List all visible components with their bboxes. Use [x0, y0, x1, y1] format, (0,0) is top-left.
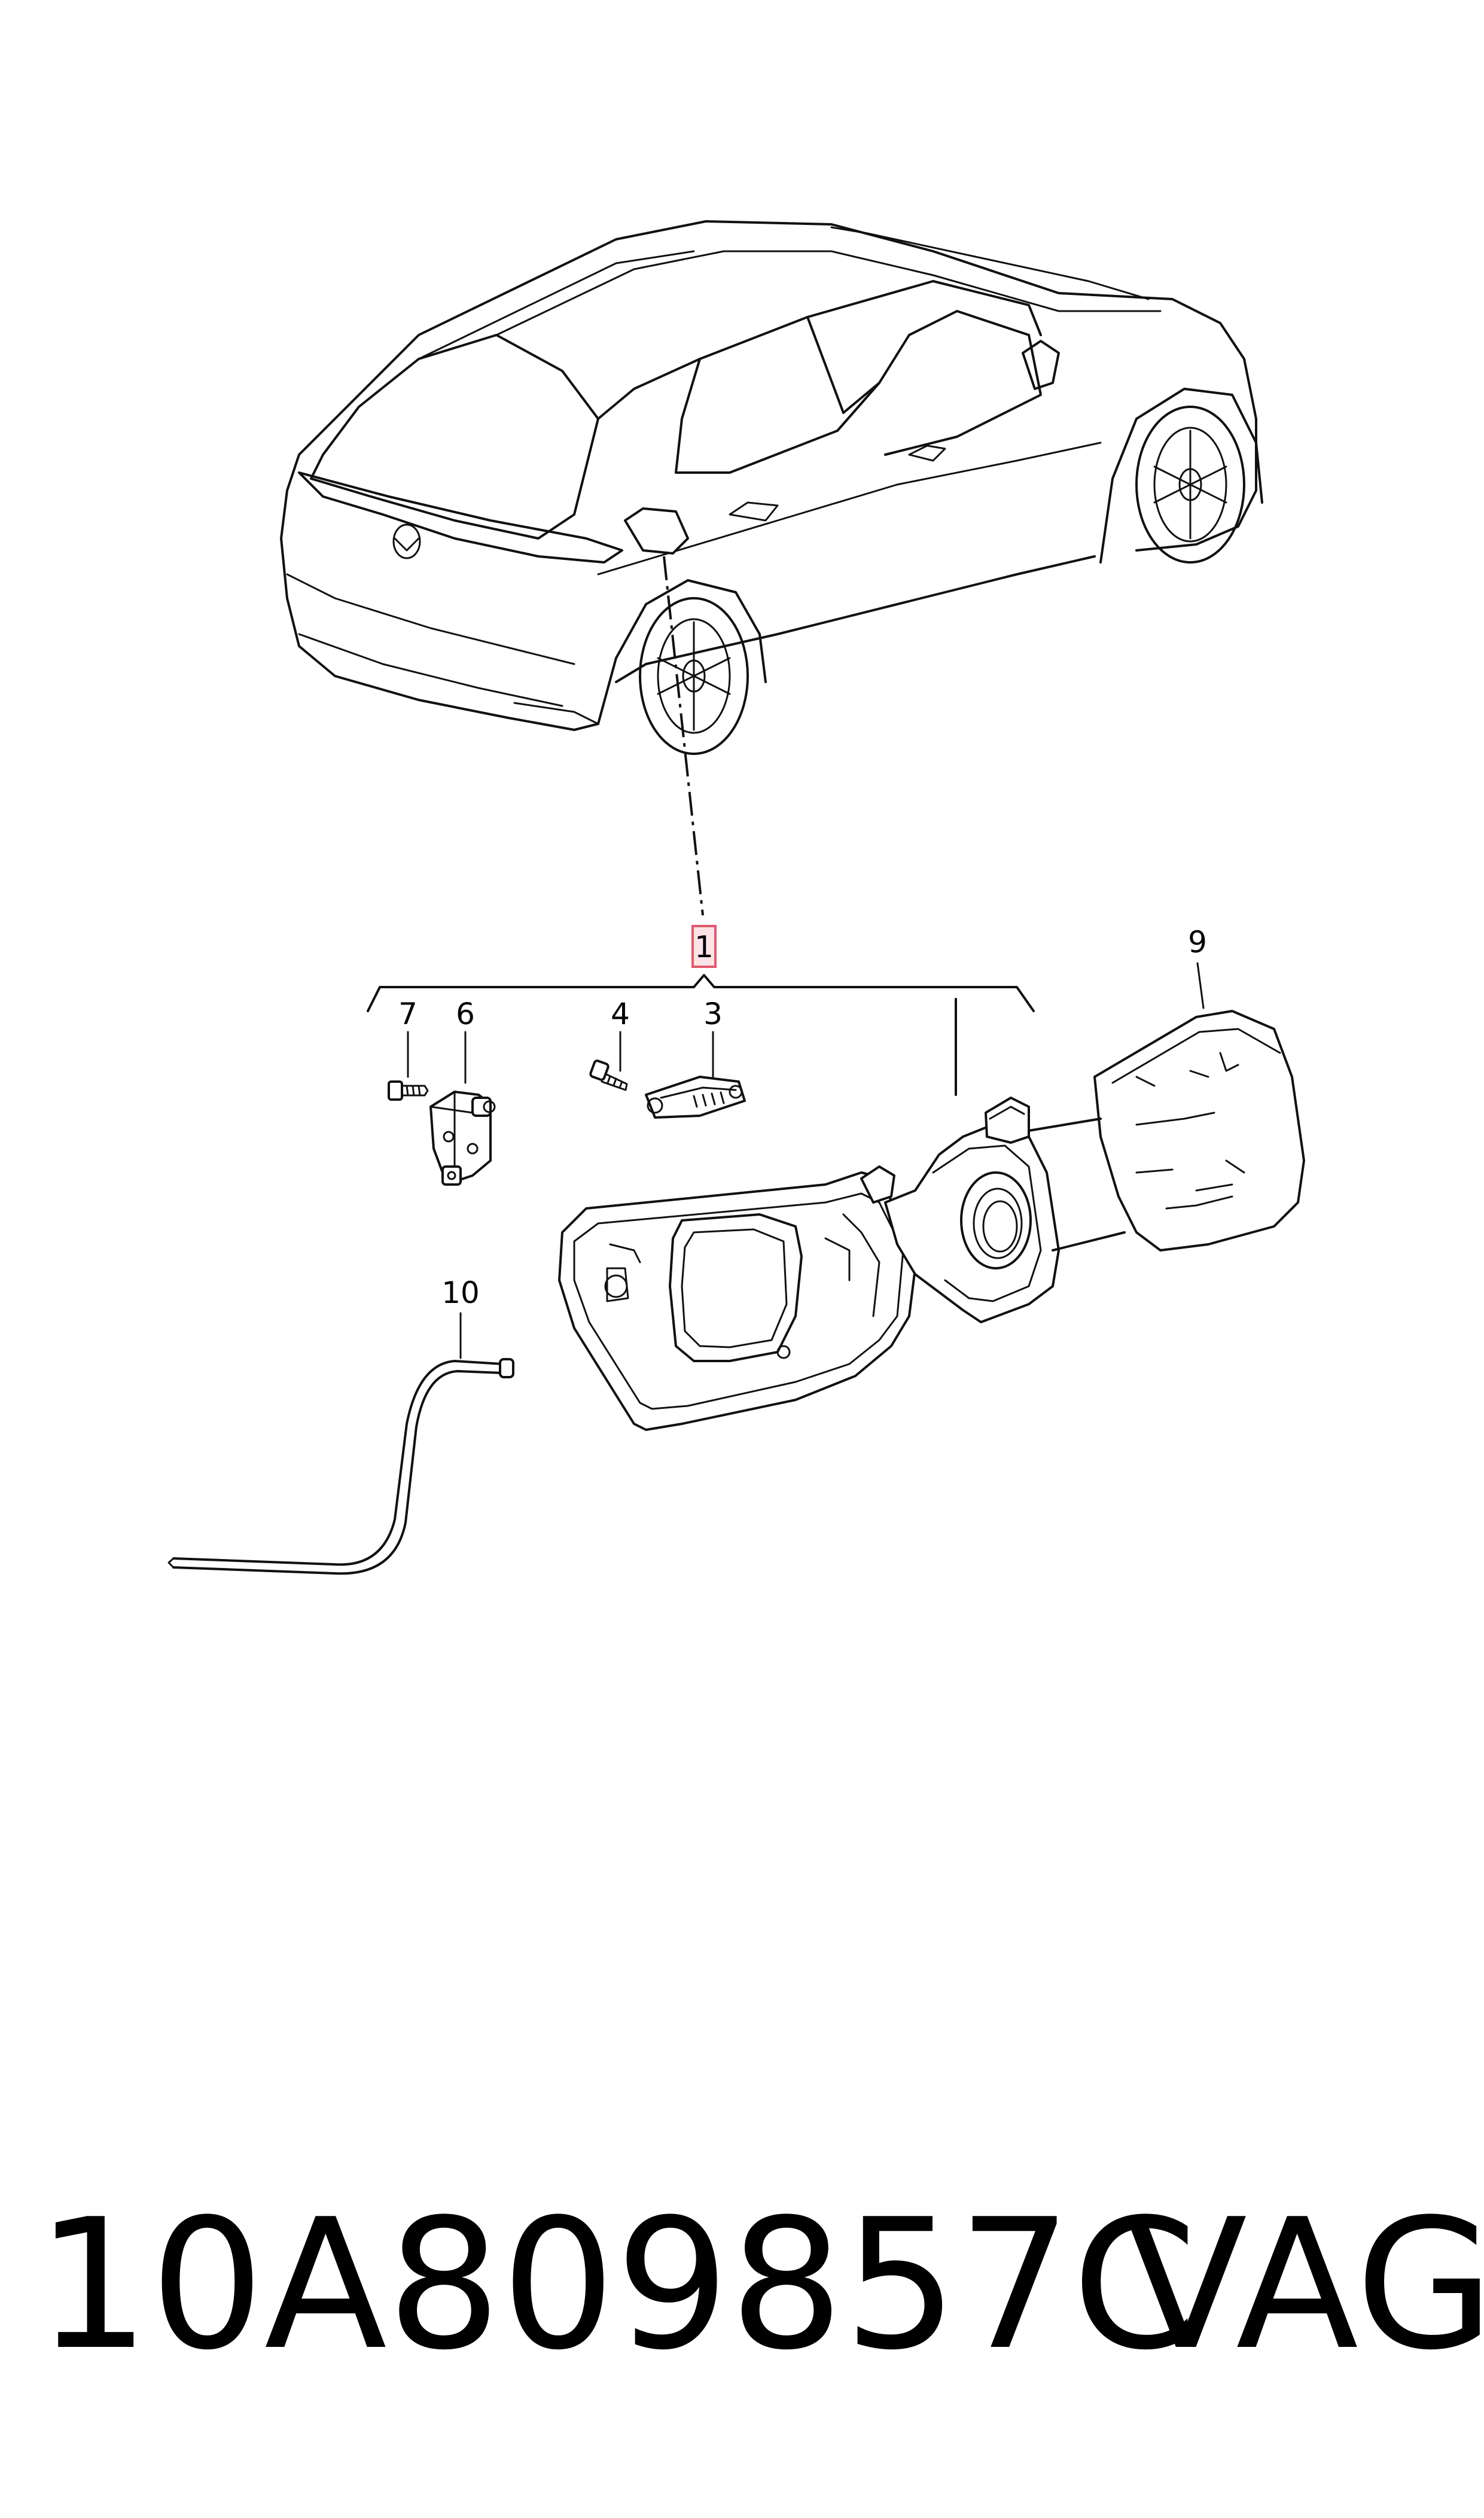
leader-line-1 — [663, 556, 704, 916]
vehicle-illustration — [280, 220, 1263, 755]
callout-9: 9 — [1188, 925, 1207, 960]
callout-10: 10 — [441, 1275, 480, 1310]
callout-3: 3 — [703, 997, 723, 1031]
assembly-bracket — [367, 974, 1035, 1012]
callout-7: 7 — [398, 997, 418, 1031]
part-7-screw — [388, 1080, 429, 1101]
part-3-connector — [645, 1076, 746, 1119]
part-6-actuator — [429, 1091, 496, 1186]
brand-name: VAG — [1125, 2181, 1484, 2389]
part-4-screw — [589, 1059, 628, 1091]
callout-1-label: 1 — [694, 930, 714, 964]
callout-1-highlight — [691, 925, 717, 968]
part-10-cable — [167, 1358, 514, 1575]
part-8-socket-housing — [558, 1097, 1060, 1431]
callout-4: 4 — [611, 997, 630, 1031]
part-number: 10A809857C — [36, 2181, 1197, 2389]
part-9-cover-flap — [1028, 1010, 1305, 1252]
charging-flap-on-vehicle — [624, 507, 689, 555]
callout-6: 6 — [456, 997, 475, 1031]
callout-1: 1 — [691, 925, 717, 968]
